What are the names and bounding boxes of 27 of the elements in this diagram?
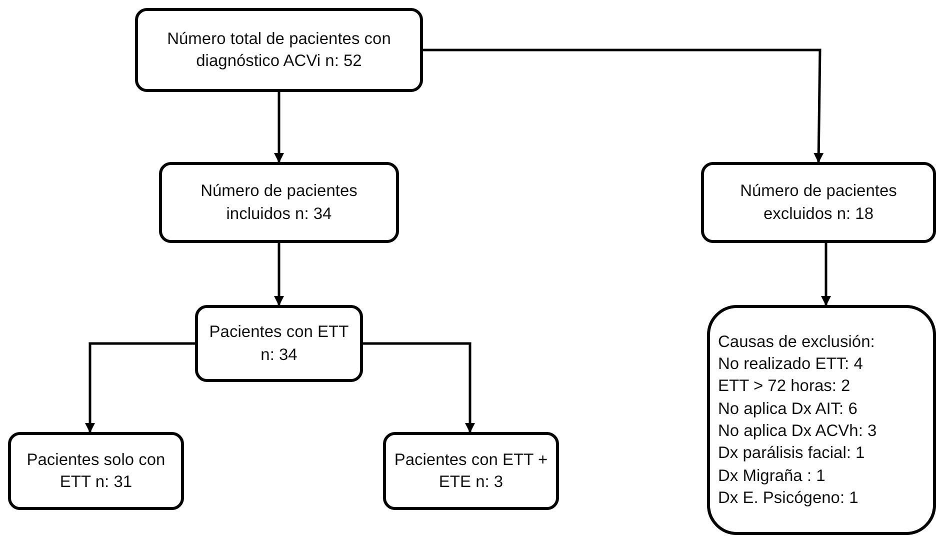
process-box <box>707 305 936 535</box>
box-text: Número de pacientes excluidos n: 18 <box>739 181 898 224</box>
box-text: No aplica Dx ACVh: 3 <box>718 421 877 442</box>
process-box <box>195 305 363 382</box>
box-text: Dx parálisis facial: 1 <box>718 443 865 464</box>
process-box <box>383 432 559 510</box>
process-box <box>8 432 184 510</box>
box-heading: Causas de exclusión: <box>718 332 875 353</box>
box-text: ETT > 72 horas: 2 <box>718 376 850 398</box>
arrow <box>85 342 195 433</box>
box-text: Número total de pacientes con diagnóstico ACVi n: 52 <box>166 28 392 72</box>
arrow <box>423 48 824 163</box>
box-text: Pacientes solo con ETT n: 31 <box>26 450 166 493</box>
process-box <box>135 8 423 92</box>
box-text: No aplica Dx AIT: 6 <box>718 398 858 420</box>
arrow <box>274 92 284 163</box>
arrow <box>363 342 475 433</box>
box-text: Pacientes con ETT n: 34 <box>208 322 350 366</box>
box-text: Número de pacientes incluidos n: 34 <box>200 181 358 224</box>
process-box <box>701 162 936 243</box>
box-text: Dx E. Psicógeno: 1 <box>718 488 858 509</box>
box-text: Dx Migraña : 1 <box>718 466 826 487</box>
arrow <box>274 243 284 306</box>
box-text: Pacientes con ETT + ETE n: 3 <box>394 450 548 493</box>
process-box <box>159 162 399 243</box>
box-text: No realizado ETT: 4 <box>718 354 863 376</box>
arrow <box>821 243 831 306</box>
